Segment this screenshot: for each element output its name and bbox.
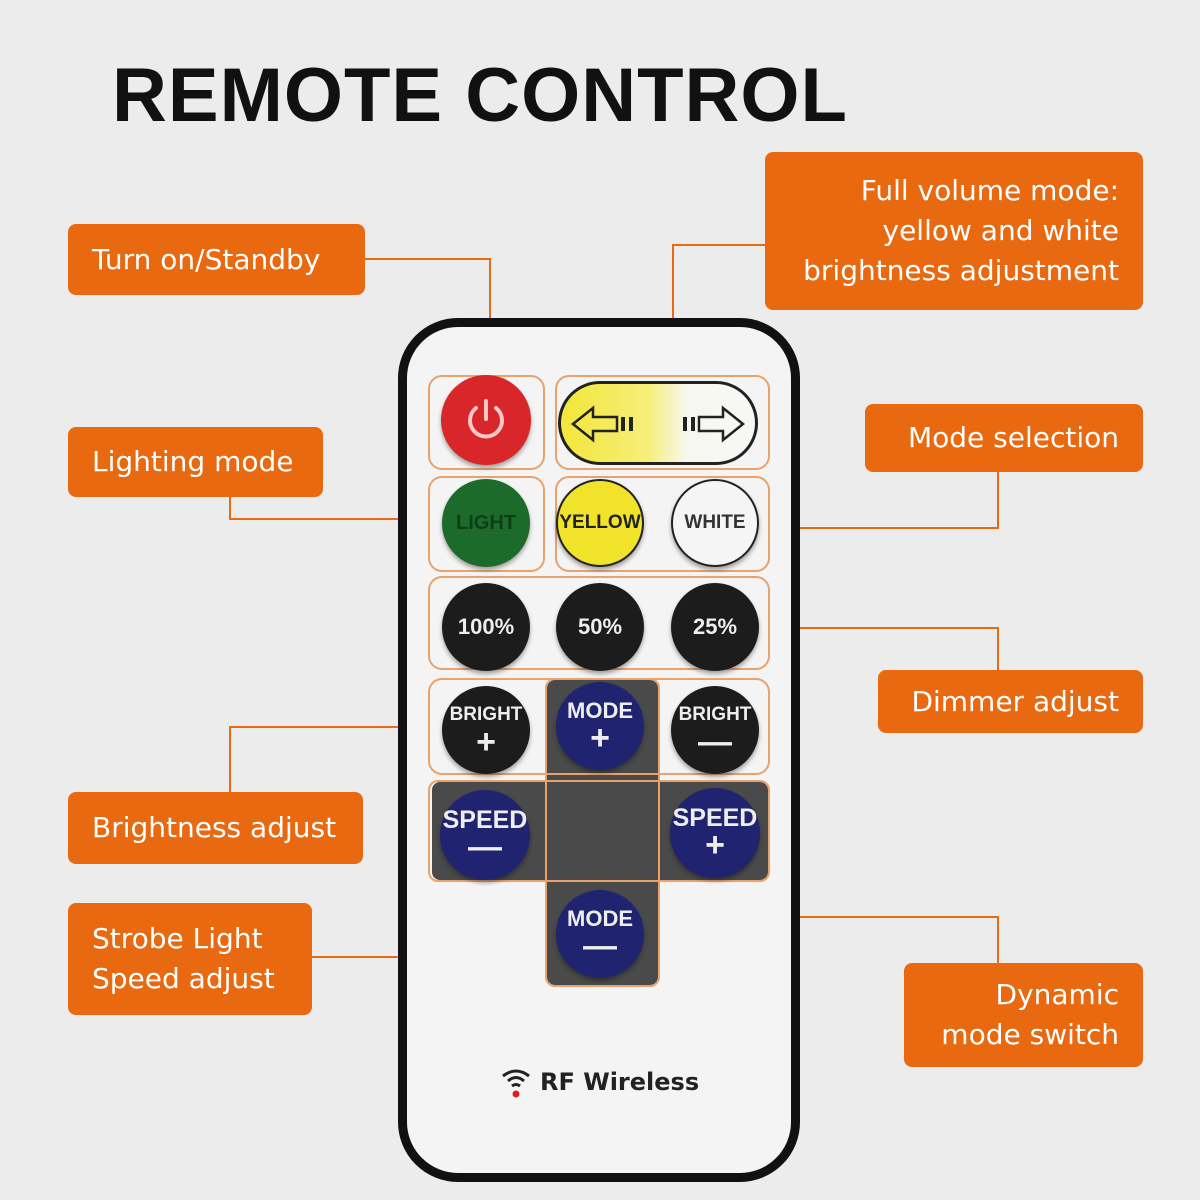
- label-brightness: Brightness adjust: [68, 792, 363, 864]
- light-button[interactable]: LIGHT: [442, 479, 530, 567]
- label-mode-selection: Mode selection: [865, 404, 1143, 472]
- speed-minus-button[interactable]: SPEED—: [440, 790, 530, 880]
- mode-plus-button[interactable]: MODE+: [556, 682, 644, 770]
- white-button[interactable]: WHITE: [671, 479, 759, 567]
- bright-plus-button[interactable]: BRIGHT+: [442, 686, 530, 774]
- mode-minus-button[interactable]: MODE—: [556, 890, 644, 978]
- arrow-left-icon: [570, 405, 633, 443]
- yellow-button[interactable]: YELLOW: [556, 479, 644, 567]
- rf-wireless-logo: RF Wireless: [500, 1066, 699, 1098]
- label-lighting-mode: Lighting mode: [68, 427, 323, 497]
- wireless-icon: [502, 1069, 530, 1098]
- group-full-volume: [555, 375, 770, 470]
- label-dimmer: Dimmer adjust: [878, 670, 1143, 733]
- dim-25-button[interactable]: 25%: [671, 583, 759, 671]
- label-power: Turn on/Standby: [68, 224, 365, 295]
- label-dynamic: Dynamic mode switch: [904, 963, 1143, 1067]
- page-title: REMOTE CONTROL: [112, 53, 848, 138]
- power-icon: [468, 399, 504, 439]
- label-strobe: Strobe Light Speed adjust: [68, 903, 312, 1015]
- speed-plus-button[interactable]: SPEED+: [670, 788, 760, 878]
- bright-minus-button[interactable]: BRIGHT—: [671, 686, 759, 774]
- dim-100-button[interactable]: 100%: [442, 583, 530, 671]
- group-speed: [428, 780, 770, 882]
- power-button[interactable]: [441, 375, 531, 465]
- group-mode: [545, 678, 660, 987]
- label-full-volume: Full volume mode: yellow and white brigh…: [765, 152, 1143, 310]
- group-lighting: [428, 476, 545, 572]
- dim-50-button[interactable]: 50%: [556, 583, 644, 671]
- color-temp-slider-button[interactable]: [558, 381, 758, 465]
- arrow-right-icon: [683, 405, 746, 443]
